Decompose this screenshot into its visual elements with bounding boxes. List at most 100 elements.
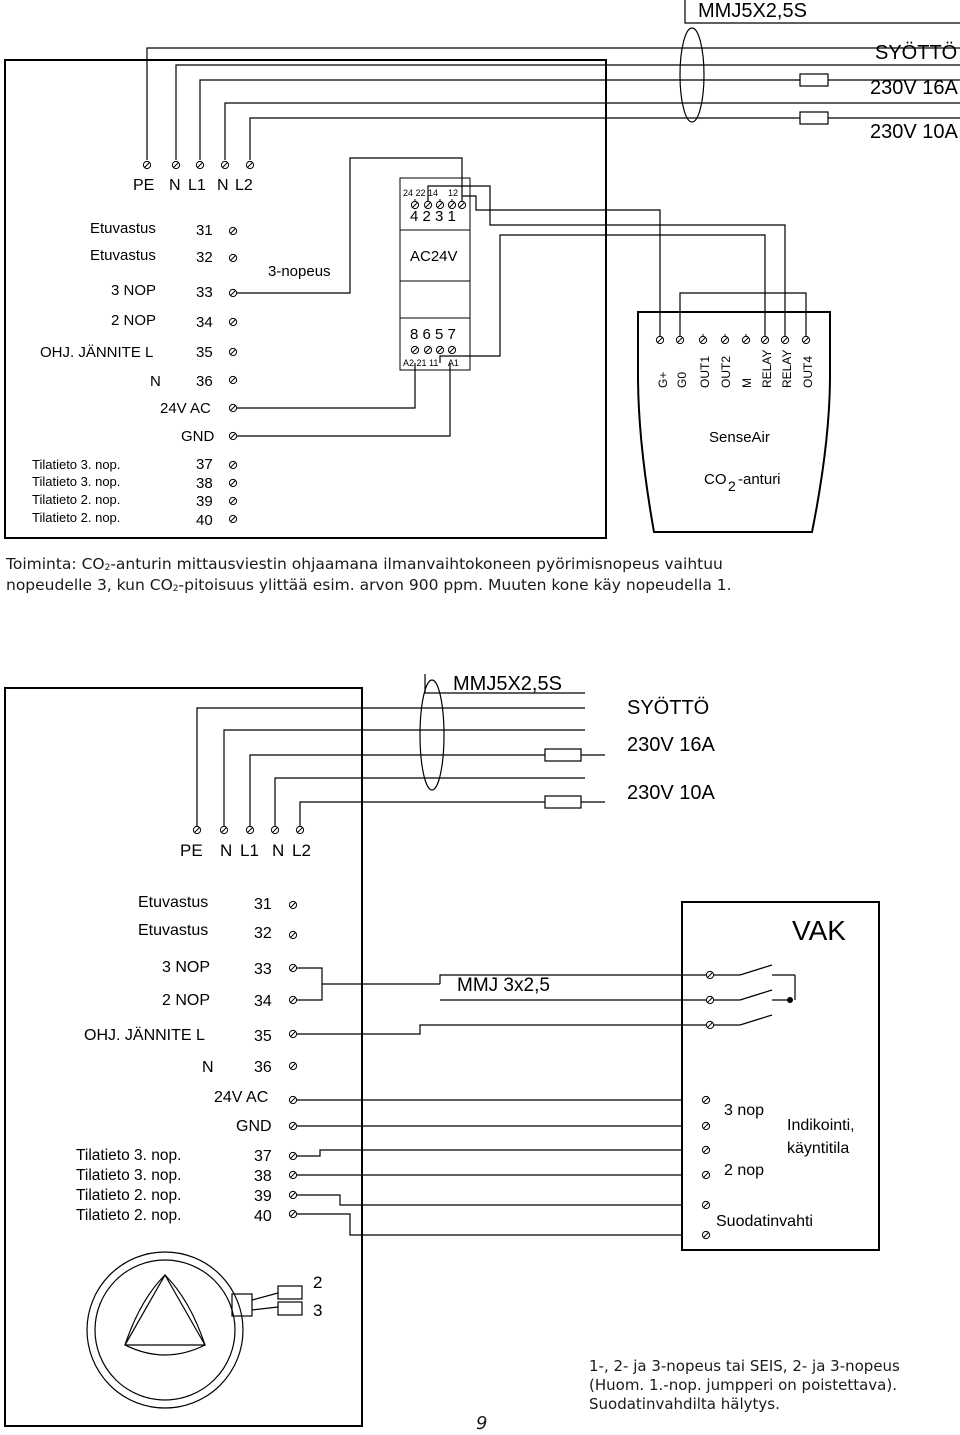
relay-bottom-pin-numbers: A2 21 11 A1 (403, 358, 459, 368)
caption-l1-b: -anturin mittausviestin ohjaamana ilmanv… (110, 555, 723, 573)
motor-term-2: 2 (313, 1273, 322, 1292)
sensor-co-subscript: 2 (728, 478, 736, 494)
diagram-1-terminals (142, 160, 811, 524)
d1-label-etuvastus-2: Etuvastus (90, 247, 156, 264)
sensor-term-out4: OUT4 (801, 356, 815, 388)
d2-num-32: 32 (254, 925, 272, 942)
d2-label-etuvastus-1: Etuvastus (138, 894, 208, 911)
d1-label-ohj-jannite: OHJ. JÄNNITE L (40, 344, 153, 361)
d1-supply-16a: 230V 16A (870, 77, 959, 99)
sensor-co: CO (704, 471, 727, 488)
d1-term-l1: L1 (188, 177, 206, 194)
sensor-brand: SenseAir (709, 429, 770, 446)
note-line-3: Suodatinvahdilta hälytys. (589, 1395, 780, 1413)
sensor-term-g-plus: G+ (656, 372, 670, 388)
sensor-term-g0: G0 (675, 372, 689, 388)
d1-num-37: 37 (196, 456, 213, 473)
d2-label-24vac: 24V AC (214, 1089, 268, 1106)
d2-term-l2: L2 (292, 841, 311, 860)
relay-bottom-contacts: 8 6 5 7 (410, 326, 456, 343)
d1-num-34: 34 (196, 314, 213, 331)
d1-num-40: 40 (196, 512, 213, 529)
d1-supply-label: SYÖTTÖ (875, 42, 957, 64)
d1-three-speed-label: 3-nopeus (268, 263, 331, 280)
d1-status-4: Tilatieto 2. nop. (32, 510, 120, 525)
d1-label-n: N (150, 373, 161, 390)
vak-label: VAK (792, 915, 846, 946)
d1-term-n1: N (169, 177, 181, 194)
sensor-term-m: M (740, 378, 754, 388)
d2-num-31: 31 (254, 896, 272, 913)
caption-l2-b: -pitoisuus ylittää esim. arvon 900 ppm. … (178, 576, 732, 594)
d2-num-38: 38 (254, 1168, 272, 1185)
d2-supply-16a: 230V 16A (627, 734, 716, 756)
vak-3nop-label: 3 nop (724, 1102, 764, 1119)
page-number: 9 (476, 1413, 488, 1434)
caption-l1-sub: 2 (104, 563, 111, 573)
d1-status-1: Tilatieto 3. nop. (32, 457, 120, 472)
note-line-2: (Huom. 1.-nop. jumpperi on poistettava). (589, 1376, 897, 1394)
vak-filter-label: Suodatinvahti (716, 1213, 813, 1230)
d2-term-pe: PE (180, 841, 203, 860)
diagram-2-wiring (4, 674, 880, 1427)
d1-status-2: Tilatieto 3. nop. (32, 474, 120, 489)
d2-label-n: N (202, 1059, 214, 1076)
caption-l2-a: nopeudelle 3, kun CO (6, 576, 173, 594)
d2-term-l1: L1 (240, 841, 259, 860)
caption-l2-sub: 2 (172, 584, 179, 594)
caption-line-1: Toiminta: CO2-anturin mittausviestin ohj… (6, 554, 723, 578)
d2-status-2: Tilatieto 3. nop. (76, 1167, 181, 1184)
d2-label-3nop: 3 NOP (162, 959, 210, 976)
relay-voltage-label: AC24V (410, 248, 458, 265)
sensor-term-out2: OUT2 (719, 356, 733, 388)
diagram-1-labels: MMJ5X2,5S SYÖTTÖ 230V 16A 230V 10A PE N … (32, 0, 959, 529)
d1-label-24vac: 24V AC (160, 400, 211, 417)
d1-label-3nop: 3 NOP (111, 282, 156, 299)
d2-supply-label: SYÖTTÖ (627, 697, 709, 719)
d2-num-37: 37 (254, 1148, 272, 1165)
d2-label-2nop: 2 NOP (162, 992, 210, 1009)
d2-num-36: 36 (254, 1059, 272, 1076)
d1-label-gnd: GND (181, 428, 215, 445)
sensor-term-relay-1: RELAY (760, 350, 774, 388)
vak-2nop-label: 2 nop (724, 1162, 764, 1179)
d1-label-etuvastus-1: Etuvastus (90, 220, 156, 237)
d2-num-35: 35 (254, 1028, 272, 1045)
d1-label-2nop: 2 NOP (111, 312, 156, 329)
d1-num-36: 36 (196, 373, 213, 390)
d1-term-l2: L2 (235, 177, 253, 194)
d1-cable-label: MMJ5X2,5S (698, 0, 807, 22)
d1-num-31: 31 (196, 222, 213, 239)
vak-indication-1: Indikointi, (787, 1117, 855, 1134)
d1-num-39: 39 (196, 493, 213, 510)
d1-term-pe: PE (133, 177, 154, 194)
d2-label-ohj-jannite: OHJ. JÄNNITE L (84, 1026, 205, 1044)
d2-term-n2: N (272, 841, 284, 860)
d1-status-3: Tilatieto 2. nop. (32, 492, 120, 507)
relay-top-pin-numbers: 24 22 14 12 (403, 188, 458, 198)
diagram-2-labels: MMJ5X2,5S SYÖTTÖ 230V 16A 230V 10A PE N … (76, 673, 855, 1320)
d2-cable-label: MMJ5X2,5S (453, 673, 562, 695)
sensor-term-out1: OUT1 (698, 356, 712, 388)
d2-term-n1: N (220, 841, 232, 860)
relay-top-contacts: 4 2 3 1 (410, 208, 456, 225)
vak-indication-2: käyntitila (787, 1140, 849, 1157)
d2-num-33: 33 (254, 961, 272, 978)
sensor-term-relay-2: RELAY (780, 350, 794, 388)
d2-num-40: 40 (254, 1208, 272, 1225)
d2-cable2-label: MMJ 3x2,5 (457, 975, 550, 996)
sensor-anturi: -anturi (738, 471, 781, 488)
d1-term-n2: N (217, 177, 229, 194)
d1-supply-10a: 230V 10A (870, 121, 959, 143)
diagram-1-wiring (4, 0, 960, 539)
note-line-1: 1-, 2- ja 3-nopeus tai SEIS, 2- ja 3-nop… (589, 1357, 900, 1375)
d2-status-4: Tilatieto 2. nop. (76, 1207, 181, 1224)
d1-num-33: 33 (196, 284, 213, 301)
d2-status-1: Tilatieto 3. nop. (76, 1147, 181, 1164)
d2-supply-10a: 230V 10A (627, 782, 716, 804)
d1-num-32: 32 (196, 249, 213, 266)
d2-label-gnd: GND (236, 1118, 272, 1135)
caption-line-2: nopeudelle 3, kun CO2-pitoisuus ylittää … (6, 575, 732, 599)
d1-num-38: 38 (196, 475, 213, 492)
